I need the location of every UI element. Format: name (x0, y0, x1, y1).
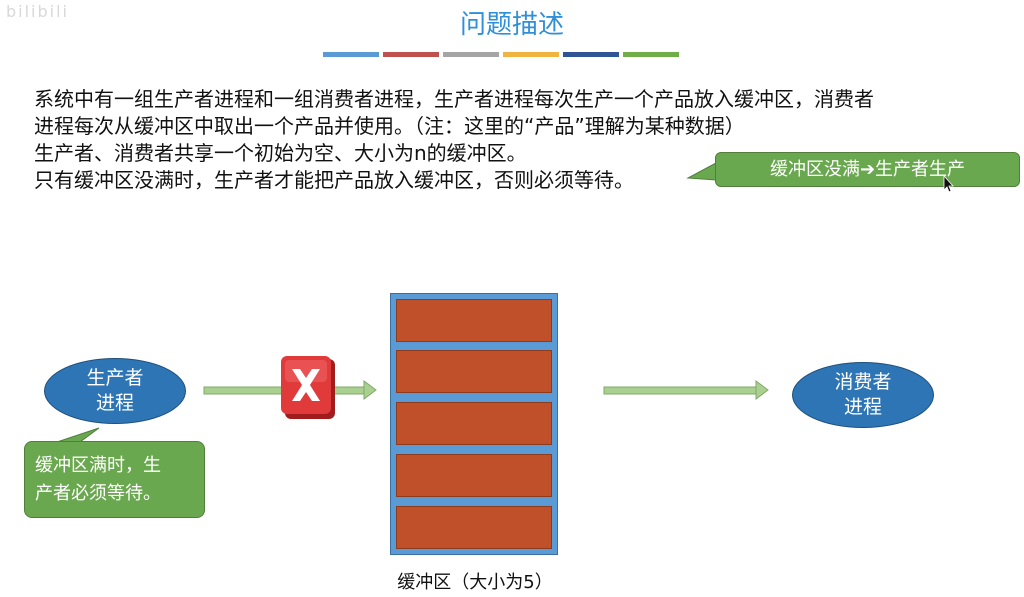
description-line: 进程每次从缓冲区中取出一个产品并使用。（注：这里的“产品”理解为某种数据） (34, 114, 745, 138)
callout-buffer-full: 缓冲区满时，生 产者必须等待。 (24, 441, 205, 518)
buffer-to-consumer-arrow (603, 380, 769, 400)
consumer-label-line: 进程 (843, 396, 882, 418)
color-bar (383, 52, 439, 57)
description: 系统中有一组生产者进程和一组消费者进程，生产者进程每次生产一个产品放入缓冲区，消… (34, 86, 994, 194)
watermark: bilibili (6, 2, 69, 21)
color-bar (323, 52, 379, 57)
callout-line: 缓冲区满时，生 (35, 455, 161, 476)
buffer-slot (396, 454, 552, 497)
buffer-slot (396, 402, 552, 445)
color-bar (563, 52, 619, 57)
producer-process: 生产者 进程 (44, 358, 186, 424)
producer-label-line: 生产者 (86, 367, 144, 389)
color-bar (623, 52, 679, 57)
producer-label-line: 进程 (95, 392, 134, 414)
description-line: 系统中有一组生产者进程和一组消费者进程，生产者进程每次生产一个产品放入缓冲区，消… (34, 87, 874, 111)
color-bar (443, 52, 499, 57)
buffer (390, 293, 558, 555)
buffer-slot (396, 350, 552, 393)
consumer-process: 消费者 进程 (792, 362, 934, 428)
callout-line: 产者必须等待。 (35, 483, 161, 504)
description-line: 生产者、消费者共享一个初始为空、大小为n的缓冲区。 (34, 141, 527, 165)
buffer-slot (396, 299, 552, 342)
buffer-slot (396, 506, 552, 549)
callout-buffer-not-full: 缓冲区没满➔生产者生产 (715, 152, 1020, 187)
page-title: 问题描述 (459, 10, 564, 40)
buffer-label: 缓冲区（大小为5） (397, 572, 553, 593)
color-bar (503, 52, 559, 57)
consumer-label-line: 消费者 (834, 371, 892, 393)
description-line: 只有缓冲区没满时，生产者才能把产品放入缓冲区，否则必须等待。 (34, 168, 634, 192)
